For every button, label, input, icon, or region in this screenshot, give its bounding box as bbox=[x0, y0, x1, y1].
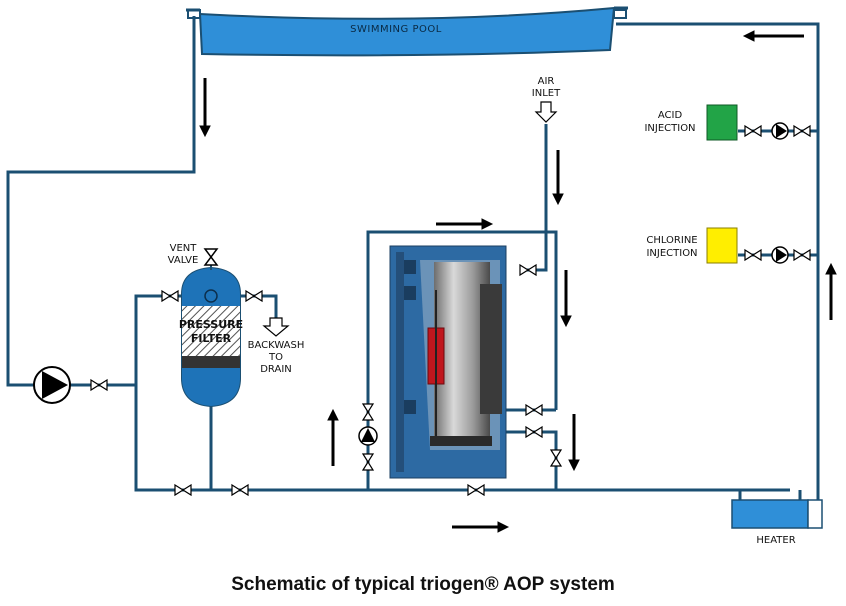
arrow-right-top bbox=[436, 218, 494, 230]
pool-water bbox=[198, 6, 616, 57]
filter-label-line2: FILTER bbox=[191, 332, 232, 345]
pipe-air-inlet bbox=[520, 124, 548, 272]
arrow-down-air bbox=[552, 150, 564, 206]
swimming-pool: SWIMMING POOL bbox=[186, 6, 628, 57]
backwash-label-1: BACKWASH bbox=[248, 340, 305, 351]
vent-label-line1: VENT bbox=[170, 243, 198, 254]
diagram-caption: Schematic of typical triogen® AOP system bbox=[231, 574, 615, 595]
dosing-pump-chlorine bbox=[771, 246, 789, 264]
pressure-filter: PRESSURE FILTER bbox=[179, 262, 243, 408]
chlorine-label-1: CHLORINE bbox=[646, 235, 697, 246]
arrow-up-bypass bbox=[327, 408, 339, 466]
dosing-pump-acid bbox=[771, 122, 789, 140]
heater-label: HEATER bbox=[756, 535, 795, 546]
backwash-label-2: TO bbox=[268, 352, 283, 363]
acid-tank bbox=[706, 104, 738, 141]
arrow-down-outlet bbox=[568, 414, 580, 472]
valves-horizontal bbox=[90, 124, 811, 497]
pipe-bypass-up bbox=[366, 230, 558, 490]
arrow-down-reactor bbox=[560, 270, 572, 328]
pipe-pool-suction bbox=[6, 16, 196, 387]
filter-label-line1: PRESSURE bbox=[179, 318, 243, 331]
vent-label-line2: VALVE bbox=[168, 255, 199, 266]
pipe-backwash bbox=[240, 294, 278, 318]
valves-vertical bbox=[361, 403, 563, 471]
pipe-reactor-out-2 bbox=[500, 430, 558, 490]
air-inlet: AIR INLET bbox=[532, 76, 561, 123]
arrow-down-suction bbox=[199, 78, 211, 138]
flow-arrows bbox=[199, 30, 837, 533]
pipe-pump-discharge bbox=[70, 294, 184, 387]
air-inlet-label-2: INLET bbox=[532, 88, 561, 99]
pipe-bottom-main bbox=[134, 385, 790, 492]
main-pump bbox=[33, 366, 71, 404]
chlorine-injection: CHLORINE INJECTION bbox=[646, 227, 738, 264]
heater: HEATER bbox=[731, 499, 823, 546]
vent-valve: VENT VALVE bbox=[168, 243, 219, 266]
chlorine-tank bbox=[706, 227, 738, 264]
arrow-right-bottom bbox=[452, 521, 510, 533]
booster-pump bbox=[358, 426, 378, 446]
chlorine-label-2: INJECTION bbox=[646, 248, 697, 259]
pool-label: SWIMMING POOL bbox=[350, 24, 442, 35]
backwash-drain: BACKWASH TO DRAIN bbox=[248, 317, 305, 375]
acid-label-2: INJECTION bbox=[644, 123, 695, 134]
pipe-pool-return bbox=[616, 22, 820, 500]
acid-label-1: ACID bbox=[658, 110, 683, 121]
backwash-label-3: DRAIN bbox=[260, 364, 292, 375]
air-inlet-label-1: AIR bbox=[538, 76, 555, 87]
arrow-left-return bbox=[742, 30, 804, 42]
aop-reactor-unit bbox=[389, 245, 507, 479]
acid-injection: ACID INJECTION bbox=[644, 104, 738, 141]
arrow-up-right bbox=[825, 262, 837, 320]
